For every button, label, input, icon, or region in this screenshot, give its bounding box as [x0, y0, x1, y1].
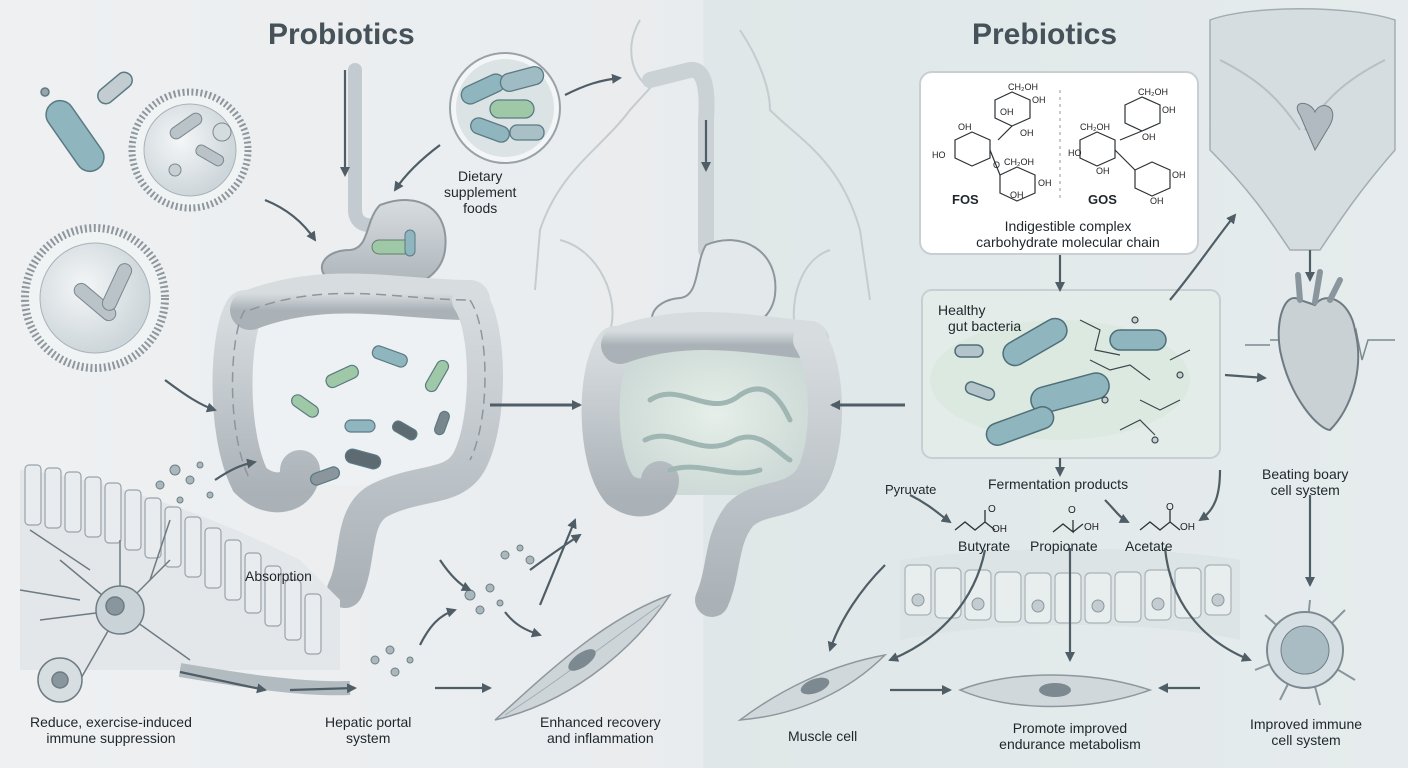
label-gos: GOS	[1088, 192, 1117, 207]
chem-on-oh: OH	[1000, 107, 1014, 117]
label-fos: FOS	[952, 192, 979, 207]
probiotic-capsule-2	[21, 224, 169, 372]
chem-ho-2: HO	[1068, 148, 1082, 158]
label-acetate: Acetate	[1125, 538, 1173, 554]
chem-oh-9: OH	[1172, 170, 1186, 180]
label-fermentation-products: Fermentation products	[988, 476, 1129, 492]
heart-anatomy	[1245, 269, 1395, 432]
label-butyrate: Butyrate	[958, 538, 1011, 554]
chem-oh-6: OH	[1162, 105, 1176, 115]
molecule-chains	[1079, 316, 1191, 444]
chem-oh-1: OH	[1032, 95, 1046, 105]
endurance-muscle	[958, 674, 1153, 708]
gut-bacteria	[954, 317, 1167, 446]
dietary-supplement-circle	[449, 52, 561, 164]
title-prebiotics: Prebiotics	[972, 18, 1118, 51]
chem-oh-5: OH	[1010, 190, 1024, 200]
capillary	[178, 663, 351, 696]
chem-oh-7: OH	[1142, 132, 1156, 142]
label-pyruvate: Pyruvate	[885, 482, 937, 497]
chem-o-1: O	[993, 160, 1001, 170]
esophagus-left	[348, 63, 392, 233]
chem-ho-1: HO	[932, 150, 946, 160]
fos-structure	[954, 91, 1036, 202]
chem-ch2oh-4: CH₂OH	[1080, 122, 1110, 132]
particles-left	[155, 461, 535, 677]
chem-oh-4: OH	[1038, 178, 1052, 188]
chem-oh-8: OH	[1096, 166, 1110, 176]
chem-oh-2: OH	[1020, 128, 1034, 138]
gos-structure	[1079, 96, 1171, 197]
probiotic-capsule-1	[128, 88, 252, 212]
immune-cell-left	[19, 519, 191, 703]
immune-cell-right	[1254, 599, 1356, 706]
chem-o-4: O	[1166, 502, 1174, 513]
chem-o-2: O	[988, 504, 996, 515]
chem-oh-3: OH	[958, 122, 972, 132]
muscle-fiber-left	[494, 593, 672, 721]
chem-o-3: O	[1068, 505, 1076, 516]
label-muscle-cell: Muscle cell	[788, 728, 858, 744]
torso-anatomy	[1209, 8, 1396, 251]
bacteria-left-top	[40, 71, 133, 173]
chem-oh-12: OH	[1084, 522, 1099, 533]
label-propionate: Propionate	[1030, 538, 1098, 554]
intestine-left	[212, 273, 503, 608]
molecule-card	[919, 71, 1199, 255]
title-probiotics: Probiotics	[268, 18, 415, 51]
label-absorption: Absorption	[245, 568, 312, 584]
chem-ch2oh-1: CH₂OH	[1008, 82, 1038, 92]
chem-oh-10: OH	[1150, 196, 1164, 206]
flow-arrows	[164, 70, 1315, 695]
scfa-structures	[954, 510, 1181, 534]
intestine-center	[581, 312, 842, 617]
chem-ch2oh-2: CH₂OH	[1004, 157, 1034, 167]
esophagus-center	[642, 62, 715, 258]
chem-oh-11: OH	[992, 524, 1007, 535]
stomach-left	[320, 199, 447, 293]
epithelium-right	[900, 548, 1240, 640]
chem-oh-13: OH	[1180, 522, 1195, 533]
muscle-cell-right	[737, 653, 888, 721]
chem-ch2oh-3: CH₂OH	[1138, 87, 1168, 97]
